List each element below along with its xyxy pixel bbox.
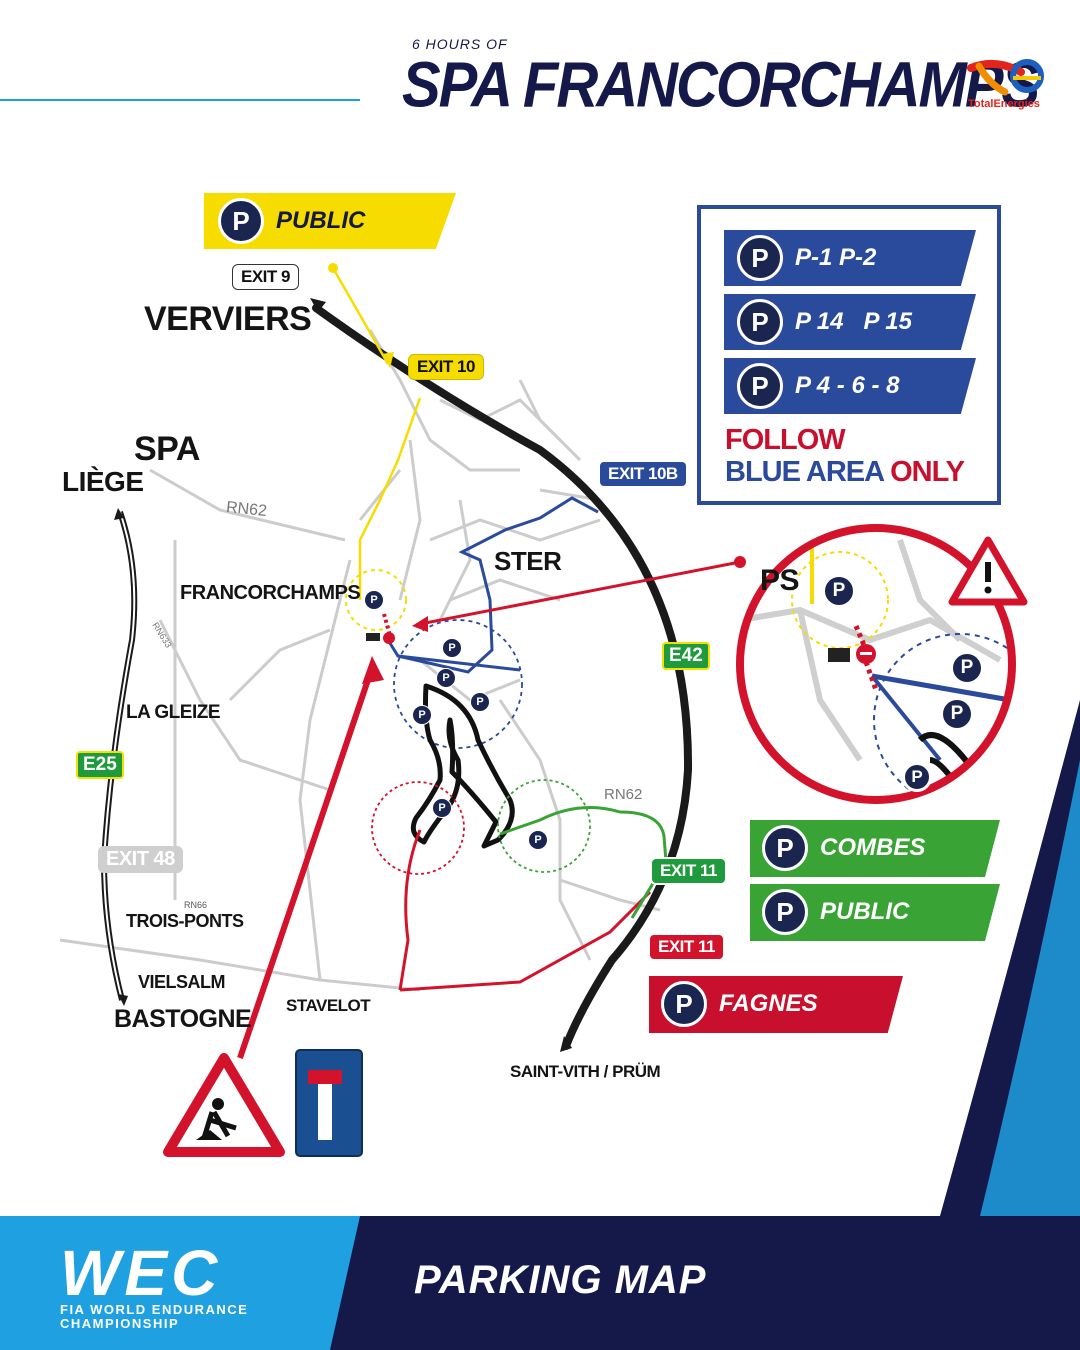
legend-follow-only: ONLY — [890, 456, 965, 488]
place-stavelot: STAVELOT — [286, 996, 371, 1015]
road-works-sign — [163, 1053, 285, 1157]
map-parking-marker: P — [528, 830, 548, 850]
road-rn66-label: RN66 — [184, 900, 208, 910]
map-parking-marker: P — [432, 798, 452, 818]
exit-48-label: EXIT 48 — [98, 846, 183, 873]
legend-follow-blue: BLUE AREA — [725, 456, 884, 488]
parking-icon: P — [762, 825, 808, 871]
footer-org-line2: CHAMPIONSHIP — [60, 1316, 180, 1331]
place-spa: SPA — [134, 430, 200, 468]
parking-icon: P — [737, 299, 783, 345]
event-subtitle: 6 HOURS OF — [412, 36, 508, 52]
place-bastogne: BASTOGNE — [114, 1005, 252, 1033]
exit-10b-label: EXIT 10B — [598, 460, 688, 488]
wec-logo: WEC — [60, 1237, 222, 1309]
event-title: SPA FRANCORCHAMPS — [402, 49, 1040, 121]
arrow-road-works — [237, 667, 375, 1059]
place-verviers: VERVIERS — [144, 300, 312, 338]
map-parking-marker: P — [364, 590, 384, 610]
arrow-inset — [419, 560, 741, 626]
route-yellow — [331, 267, 422, 600]
inset-parking-marker: P — [902, 762, 932, 792]
legend-public-top-label: PUBLIC — [276, 207, 366, 234]
dead-end-sign — [295, 1049, 363, 1157]
footer-page-label: PARKING MAP — [414, 1258, 707, 1302]
footer-title-panel — [330, 1216, 1080, 1350]
inset-parking-marker: P — [940, 697, 974, 731]
legend-follow-line: BLUE AREA ONLY — [725, 456, 965, 489]
exit-11-red-label: EXIT 11 — [648, 933, 725, 961]
motorway-e42 — [312, 304, 693, 1050]
circuit-spa — [410, 683, 515, 849]
road-e42-badge: E42 — [662, 642, 710, 670]
place-trois-ponts: TROIS-PONTS — [126, 911, 244, 931]
exit-10-label: EXIT 10 — [408, 354, 484, 380]
totalenergies-logo — [965, 54, 1055, 114]
legend-blue-label-3: P 4 - 6 - 8 — [795, 372, 900, 399]
place-francorchamps: FRANCORCHAMPS — [180, 582, 361, 604]
map-parking-marker: P — [470, 692, 490, 712]
inset-place-ps: PS — [760, 564, 800, 597]
legend-blue-label-1: P-1 P-2 — [795, 244, 877, 271]
route-blue — [386, 496, 599, 674]
minor-roads — [59, 329, 661, 992]
header-divider-line — [0, 99, 360, 101]
sponsor-name: TotalEnergies — [968, 98, 1040, 110]
parking-icon: P — [737, 363, 783, 409]
place-ster: STER — [494, 546, 562, 576]
parking-icon: P — [661, 981, 707, 1027]
inset-parking-marker: P — [822, 574, 856, 608]
place-la-gleize: LA GLEIZE — [126, 702, 221, 723]
legend-blue-label-2: P 14 P 15 — [795, 308, 912, 335]
footer-org-line1: FIA WORLD ENDURANCE — [60, 1302, 249, 1317]
parking-icon: P — [762, 889, 808, 935]
map-parking-marker: P — [436, 668, 456, 688]
motorway-arrow-saintvith — [560, 1036, 572, 1052]
footer-brand-panel — [0, 1216, 360, 1350]
road-rn62-label-b: RN62 — [604, 786, 643, 803]
route-red — [398, 829, 652, 992]
legend-public-top-badge: P PUBLIC — [218, 198, 365, 244]
exit-9-label: EXIT 9 — [232, 264, 299, 290]
motorway-arrow-verviers — [310, 298, 326, 312]
parking-icon: P — [218, 198, 264, 244]
exit-11-green-label: EXIT 11 — [650, 857, 727, 885]
map-parking-marker: P — [442, 638, 462, 658]
parking-icon: P — [737, 235, 783, 281]
route-green — [499, 806, 668, 919]
route-map — [59, 263, 1080, 1216]
legend-green-label-2: PUBLIC — [820, 898, 910, 925]
place-liege: LIÈGE — [62, 466, 144, 497]
legend-follow-red: FOLLOW — [725, 424, 846, 456]
place-vielsalm: VIELSALM — [138, 972, 226, 992]
road-e25-badge: E25 — [76, 751, 124, 779]
totalenergies-logo-icon — [967, 59, 1044, 96]
legend-green-label-1: COMBES — [820, 834, 926, 861]
inset-magnifier — [736, 524, 1028, 804]
map-parking-marker: P — [412, 705, 432, 725]
place-saint-vith: SAINT-VITH / PRÜM — [510, 1062, 661, 1081]
inset-parking-marker: P — [950, 651, 984, 685]
legend-red-label: FAGNES — [719, 990, 818, 1017]
